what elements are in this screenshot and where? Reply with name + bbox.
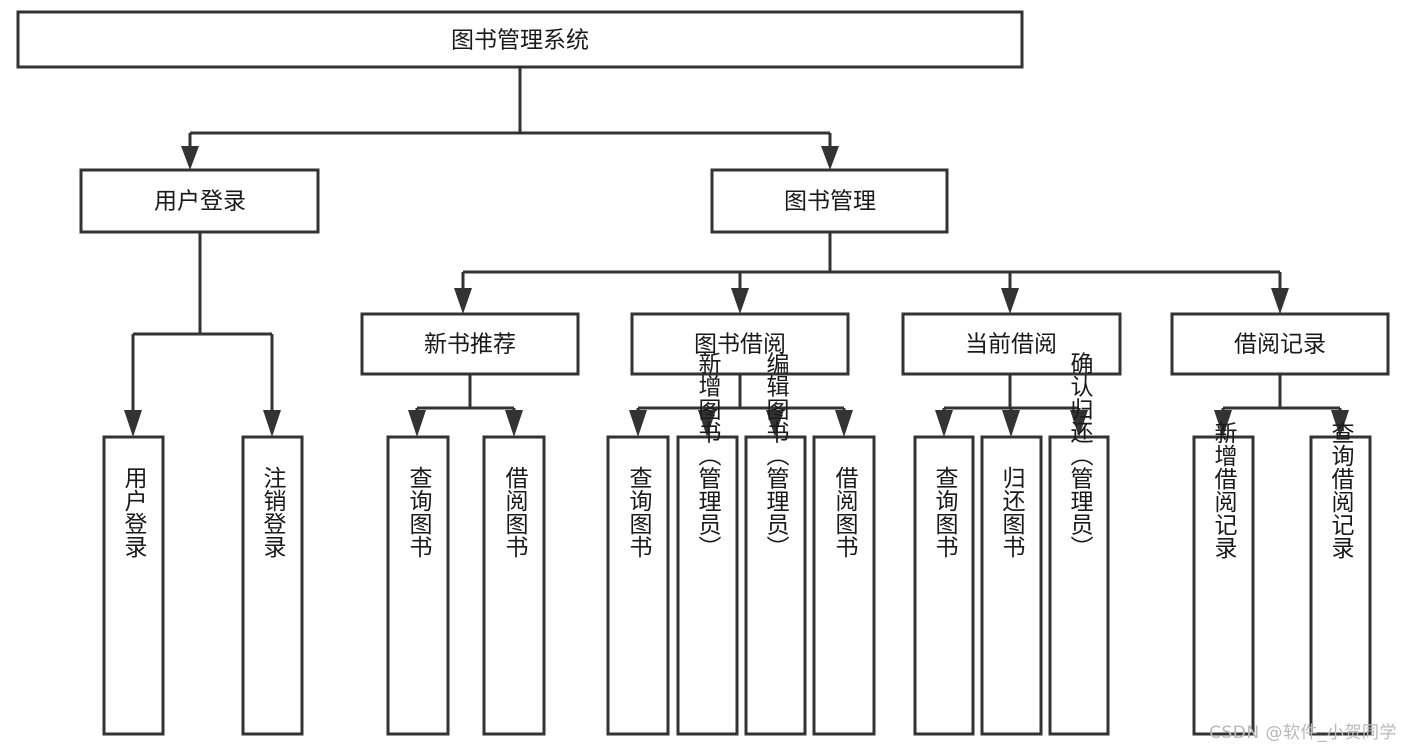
leaf-borrow-book-box	[812, 435, 876, 736]
leaf-add-borrow-record-label: 新增借阅记录	[1210, 421, 1238, 559]
node-book-management[interactable]: 图书管理	[710, 168, 949, 234]
leaf-user-login-label: 用户登录	[120, 466, 148, 558]
leaf-return-book-box	[980, 435, 1043, 736]
arrow-head-icon	[821, 146, 839, 170]
node-book-borrow-label: 图书借阅	[694, 332, 786, 358]
leaf-return-book[interactable]: 归还图书	[980, 435, 1043, 736]
leaf-query-book-current-box	[913, 435, 975, 736]
node-root-box	[16, 10, 1024, 69]
leaf-add-book-admin[interactable]: 新增图书（管理员）	[676, 352, 739, 736]
node-root[interactable]: 图书管理系统	[16, 10, 1024, 69]
leaf-borrow-book[interactable]: 借阅图书	[812, 435, 876, 736]
node-book-borrow[interactable]: 图书借阅	[630, 312, 850, 376]
leaf-edit-book-admin[interactable]: 编辑图书（管理员）	[744, 352, 807, 736]
leaf-query-book-current[interactable]: 查询图书	[913, 435, 975, 736]
leaf-return-book-label: 归还图书	[998, 466, 1026, 558]
leaf-user-login[interactable]: 用户登录	[102, 435, 165, 736]
arrow-head-icon	[181, 146, 199, 170]
leaf-borrow-book-recommend[interactable]: 借阅图书	[482, 435, 546, 736]
arrow-head-icon	[1002, 410, 1020, 437]
csdn-watermark: CSDN @软件_小贺同学	[1209, 723, 1397, 743]
arrow-head-icon	[698, 410, 716, 437]
node-new-book-recommend-label: 新书推荐	[424, 332, 516, 358]
leaf-query-book-borrow-label: 查询图书	[625, 466, 653, 558]
node-new-book-recommend-box	[360, 312, 580, 376]
node-book-management-label: 图书管理	[784, 189, 876, 215]
arrow-head-icon	[124, 410, 142, 437]
leaf-borrow-book-recommend-label: 借阅图书	[501, 466, 529, 558]
leaf-add-book-admin-label: 新增图书（管理员）	[694, 352, 722, 559]
leaf-query-borrow-record-box	[1309, 435, 1372, 736]
leaf-user-login-box	[102, 435, 165, 736]
leaf-confirm-return-admin-box	[1048, 435, 1110, 736]
leaf-borrow-book-recommend-box	[482, 435, 546, 736]
arrow-head-icon	[1001, 288, 1019, 314]
leaf-query-book-borrow[interactable]: 查询图书	[606, 435, 670, 736]
node-current-borrow[interactable]: 当前借阅	[901, 312, 1122, 376]
leaf-query-book-borrow-box	[606, 435, 670, 736]
leaf-query-borrow-record-label: 查询借阅记录	[1327, 421, 1355, 559]
arrow-head-icon	[1070, 410, 1088, 437]
leaf-query-book-current-label: 查询图书	[931, 466, 959, 558]
arrow-head-icon	[1271, 288, 1289, 314]
arrow-head-icon	[263, 410, 281, 437]
leaf-query-book-recommend-label: 查询图书	[405, 466, 433, 558]
leaf-borrow-book-label: 借阅图书	[831, 466, 859, 558]
arrow-head-icon	[1214, 410, 1232, 437]
arrow-head-icon	[835, 410, 853, 437]
node-current-borrow-box	[901, 312, 1122, 376]
node-user-login-box	[79, 168, 320, 234]
node-current-borrow-label: 当前借阅	[965, 332, 1057, 358]
leaf-logout[interactable]: 注销登录	[241, 435, 304, 736]
leaf-logout-label: 注销登录	[259, 466, 287, 558]
node-borrow-record-box	[1170, 312, 1390, 376]
node-borrow-record-label: 借阅记录	[1234, 332, 1326, 358]
leaf-logout-box	[241, 435, 304, 736]
arrow-head-icon	[1331, 410, 1349, 437]
node-book-borrow-box	[630, 312, 850, 376]
node-root-label: 图书管理系统	[451, 28, 589, 54]
arrow-head-icon	[629, 410, 647, 437]
node-book-management-box	[710, 168, 949, 234]
leaf-add-borrow-record-box	[1192, 435, 1255, 736]
leaf-edit-book-admin-label: 编辑图书（管理员）	[762, 352, 790, 559]
leaf-query-borrow-record[interactable]: 查询借阅记录	[1309, 421, 1372, 736]
leaf-query-book-recommend[interactable]: 查询图书	[386, 435, 450, 736]
edge-layer	[124, 67, 1349, 437]
leaf-confirm-return-admin[interactable]: 确认归还（管理员）	[1048, 352, 1110, 736]
arrow-head-icon	[454, 288, 472, 314]
arrow-head-icon	[505, 410, 523, 437]
leaf-add-borrow-record[interactable]: 新增借阅记录	[1192, 421, 1255, 736]
arrow-head-icon	[408, 410, 426, 437]
leaf-query-book-recommend-box	[386, 435, 450, 736]
arrow-head-icon	[766, 410, 784, 437]
node-user-login-label: 用户登录	[154, 189, 246, 215]
node-borrow-record[interactable]: 借阅记录	[1170, 312, 1390, 376]
node-user-login[interactable]: 用户登录	[79, 168, 320, 234]
arrow-head-icon	[731, 288, 749, 314]
arrow-head-icon	[935, 410, 953, 437]
leaf-add-book-admin-box	[676, 435, 739, 736]
leaf-confirm-return-admin-label: 确认归还（管理员）	[1066, 352, 1094, 559]
node-new-book-recommend[interactable]: 新书推荐	[360, 312, 580, 376]
leaf-edit-book-admin-box	[744, 435, 807, 736]
